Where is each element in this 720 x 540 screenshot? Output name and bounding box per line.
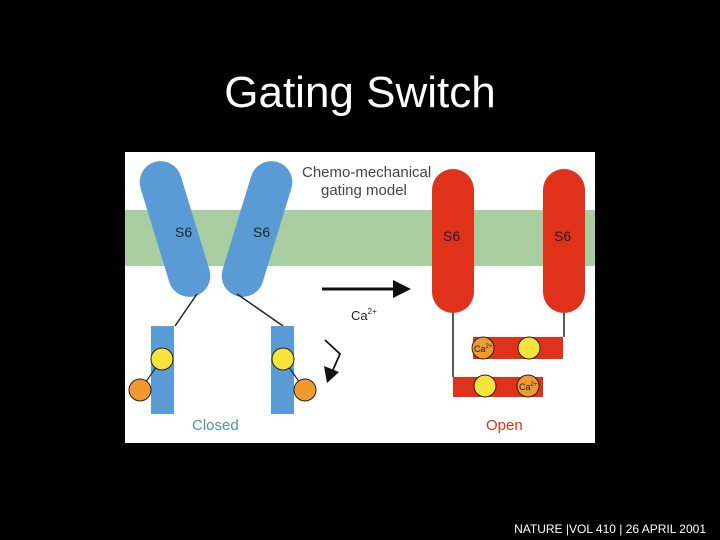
open-yellow-site-upper — [517, 336, 541, 360]
gating-model-figure: Chemo-mechanical gating model S6 S6 Clos… — [125, 152, 595, 443]
model-heading-line2: gating model — [321, 182, 407, 199]
open-state-label: Open — [486, 417, 523, 434]
closed-s6-helix-right — [221, 161, 293, 297]
open-s6-helix-right — [543, 169, 585, 313]
closed-linker-left — [174, 293, 198, 327]
forward-arrow-head — [393, 280, 411, 298]
open-s6-label-left: S6 — [443, 228, 460, 244]
closed-yellow-site-right — [271, 347, 295, 371]
open-yellow-site-lower — [473, 374, 497, 398]
closed-s6-helix-left — [139, 161, 211, 297]
closed-orange-site-left — [128, 378, 152, 402]
citation: NATURE |VOL 410 | 26 APRIL 2001 — [514, 522, 706, 536]
closed-s6-label-left: S6 — [175, 224, 192, 240]
open-ion-site-lower — [516, 374, 540, 398]
closed-orange-site-right — [293, 378, 317, 402]
closed-s6-label-right: S6 — [253, 224, 270, 240]
open-s6-helix-left — [432, 169, 474, 313]
open-ion-label-lower: Ca2+ — [519, 382, 538, 392]
closed-state: S6 S6 Closed — [128, 161, 317, 434]
open-s6-label-right: S6 — [554, 228, 571, 244]
transition-ion-label: Ca2+ — [351, 307, 377, 323]
closed-state-label: Closed — [192, 417, 239, 434]
slide-title: Gating Switch — [224, 68, 496, 117]
reverse-arrow-head — [324, 366, 339, 383]
closed-linker-right — [236, 293, 284, 327]
open-ion-label-upper: Ca2+ — [474, 344, 493, 354]
open-state: S6 S6 Ca2+ Ca2+ Open — [432, 169, 585, 434]
reverse-arrow-line — [324, 339, 342, 373]
open-ion-site-upper — [471, 336, 495, 360]
closed-yellow-site-left — [150, 347, 174, 371]
transition: Ca2+ — [322, 280, 411, 383]
model-heading-line1: Chemo-mechanical — [302, 164, 431, 181]
